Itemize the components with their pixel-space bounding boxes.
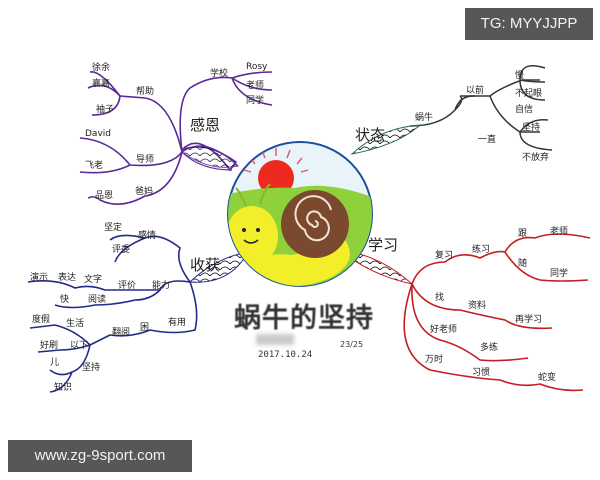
node-ability: 能力 bbox=[152, 279, 170, 291]
branch-harvest bbox=[27, 234, 198, 393]
node-time: 万时 bbox=[425, 353, 443, 365]
leaf: 知识 bbox=[54, 381, 72, 393]
leaf: 评价 bbox=[118, 280, 136, 291]
leaf: 飞老 bbox=[85, 159, 103, 171]
map-date: 2017.10.24 bbox=[258, 350, 313, 360]
center-snail-illustration bbox=[227, 141, 373, 287]
leaf: 同学 bbox=[246, 94, 264, 106]
leaf: 快 bbox=[60, 293, 69, 305]
leaf: 练习 bbox=[472, 243, 490, 255]
node-help: 帮助 bbox=[136, 85, 154, 97]
gratitude-pattern bbox=[181, 145, 240, 168]
leaf: 品恩 bbox=[95, 190, 113, 201]
node-snail: 蜗牛 bbox=[415, 111, 433, 123]
leaf: 徐余 bbox=[92, 61, 110, 73]
leaf: 表达 bbox=[58, 271, 76, 283]
branch-gratitude bbox=[79, 71, 273, 205]
leaf: 老师 bbox=[550, 225, 568, 237]
node-parents: 爸妈 bbox=[135, 185, 153, 197]
leaf: 度假 bbox=[32, 313, 50, 325]
branch-study bbox=[403, 233, 591, 392]
leaf: 困 bbox=[140, 322, 149, 333]
map-title: 蜗牛的坚持 bbox=[234, 303, 374, 334]
branch-state bbox=[409, 65, 553, 151]
node-before: 以前 bbox=[466, 84, 484, 96]
leaf: 跟 bbox=[518, 228, 527, 239]
branch-label-harvest: 收获 bbox=[190, 256, 220, 274]
blurred-author-name bbox=[256, 334, 294, 345]
leaf: 再学习 bbox=[515, 313, 542, 325]
state-pattern bbox=[350, 124, 422, 155]
node-good-teacher: 好老师 bbox=[430, 323, 457, 335]
leaf: 以下 bbox=[70, 341, 88, 351]
node-review: 复习 bbox=[435, 249, 453, 261]
leaf: 生活 bbox=[66, 317, 84, 329]
leaf: 儿 bbox=[50, 357, 59, 368]
page-number: 23/25 bbox=[340, 340, 364, 349]
leaf: David bbox=[85, 129, 111, 139]
node-useful: 有用 bbox=[168, 316, 186, 328]
leaf: 文字 bbox=[84, 273, 102, 285]
watermark-top-right: TG: MYYJJPP bbox=[465, 8, 593, 40]
leaf: 评委 bbox=[112, 243, 130, 255]
node-find: 找 bbox=[435, 291, 444, 303]
leaf: 演示 bbox=[30, 271, 48, 283]
leaf: 坚持 bbox=[82, 361, 100, 373]
leaf: 随 bbox=[518, 257, 527, 269]
leaf: 坚定 bbox=[104, 221, 122, 233]
leaf: 慢 bbox=[515, 69, 524, 81]
leaf: 嘉嘉 bbox=[92, 77, 110, 89]
branch-label-state: 状态 bbox=[355, 126, 385, 144]
study-pattern bbox=[338, 249, 414, 285]
shell-icon bbox=[281, 190, 349, 258]
leaf: 袖子 bbox=[96, 103, 114, 115]
node-school: 学校 bbox=[210, 67, 228, 79]
leaf: 同学 bbox=[550, 267, 568, 279]
leaf: 习惯 bbox=[472, 366, 490, 378]
leaf: 资料 bbox=[468, 299, 486, 311]
leaf: Rosy bbox=[246, 62, 268, 72]
leaf: 不放弃 bbox=[522, 151, 549, 163]
leaf: 翻阅 bbox=[112, 327, 130, 338]
leaf: 不起眼 bbox=[515, 88, 542, 99]
watermark-bottom-left: www.zg-9sport.com bbox=[8, 440, 192, 472]
leaf: 蛇变 bbox=[538, 371, 556, 383]
node-feelings: 感情 bbox=[138, 229, 156, 241]
leaf: 自信 bbox=[515, 103, 533, 115]
branch-label-study: 学习 bbox=[368, 236, 398, 254]
branch-label-gratitude: 感恩 bbox=[190, 116, 220, 134]
leaf: 多练 bbox=[480, 341, 498, 353]
leaf: 老师 bbox=[246, 79, 264, 91]
leaf: 好刷 bbox=[40, 339, 58, 351]
node-mentor: 导师 bbox=[136, 153, 154, 165]
leaf: 坚持 bbox=[522, 121, 540, 133]
node-always: 一直 bbox=[478, 133, 496, 145]
leaf: 阅读 bbox=[88, 293, 106, 305]
